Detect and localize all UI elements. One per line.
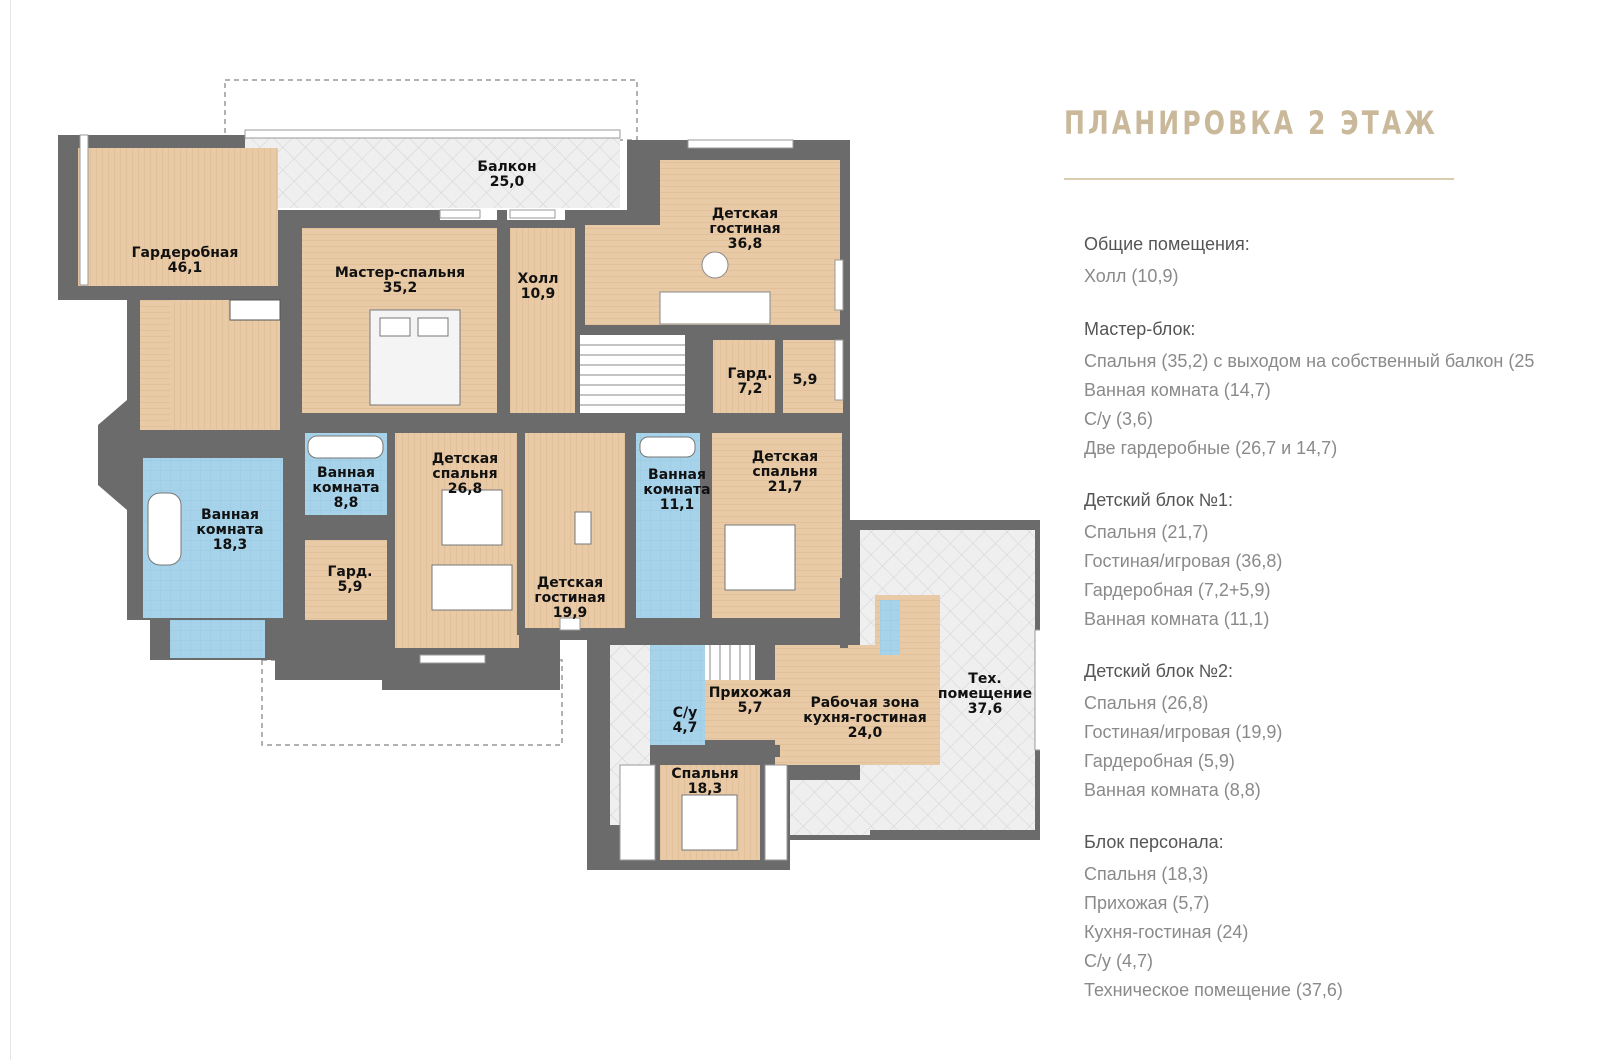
list-item: •Холл (10,9) (1084, 266, 1179, 286)
list-item: •Кухня-гостиная (24) (1084, 922, 1249, 942)
section-master: Мастер-блок: •Спальня (35,2) с выходом н… (1084, 317, 1600, 463)
table-icon (701, 251, 729, 279)
section-kids-2: Детский блок №2: •Спальня (26,8) •Гостин… (1084, 659, 1600, 805)
list-item: •Ванная комната (11,1) (1084, 609, 1270, 629)
list-item: •Ванная комната (14,7) (1084, 380, 1271, 400)
section-title: Мастер-блок: (1084, 319, 1196, 339)
page-title: ПЛАНИРОВКА 2 ЭТАЖ (1064, 104, 1438, 142)
section-title: Детский блок №1: (1084, 490, 1234, 510)
page-edge (10, 0, 11, 1060)
list-item: •С/у (4,7) (1084, 951, 1154, 971)
title-divider (1064, 178, 1454, 180)
list-item: •Спальня (18,3) (1084, 864, 1209, 884)
wardrobe-floor (78, 148, 278, 286)
list-item: •Ванная комната (8,8) (1084, 780, 1261, 800)
list-item: •Гостиная/игровая (36,8) (1084, 551, 1283, 571)
list-item: •Гостиная/игровая (19,9) (1084, 722, 1283, 742)
list-item: •Спальня (26,8) (1084, 693, 1209, 713)
list-item: •Спальня (21,7) (1084, 522, 1209, 542)
info-panel: ПЛАНИРОВКА 2 ЭТАЖ Общие помещения: •Холл… (1064, 0, 1600, 1060)
bathtub-icon (147, 492, 182, 566)
room-label-gard-5-9: Гард.5,9 (327, 564, 373, 595)
sofa-icon (659, 291, 771, 325)
floor-plan-drawing (58, 79, 1045, 870)
balcony-floor (245, 138, 620, 208)
list-item: •Две гардеробные (26,7 и 14,7) (1084, 438, 1338, 458)
list-item: •Гардеробная (7,2+5,9) (1084, 580, 1271, 600)
list-item: •Прихожая (5,7) (1084, 893, 1210, 913)
hall-floor (510, 228, 575, 413)
section-staff: Блок персонала: •Спальня (18,3) •Прихожа… (1084, 830, 1600, 1005)
section-common: Общие помещения: •Холл (10,9) (1084, 232, 1600, 291)
list-item: •Спальня (35,2) с выходом на собственный… (1084, 351, 1535, 371)
section-title: Блок персонала: (1084, 832, 1224, 852)
section-title: Общие помещения: (1084, 234, 1250, 254)
list-item: •Техническое помещение (37,6) (1084, 980, 1343, 1000)
room-label-gard-7-2: Гард.7,2 (727, 366, 773, 397)
list-item: •Гардеробная (5,9) (1084, 751, 1235, 771)
list-item: •С/у (3,6) (1084, 409, 1154, 429)
section-kids-1: Детский блок №1: •Спальня (21,7) •Гостин… (1084, 488, 1600, 634)
section-title: Детский блок №2: (1084, 661, 1234, 681)
room-label-gard-5-9-b: 5,9 (792, 372, 818, 388)
